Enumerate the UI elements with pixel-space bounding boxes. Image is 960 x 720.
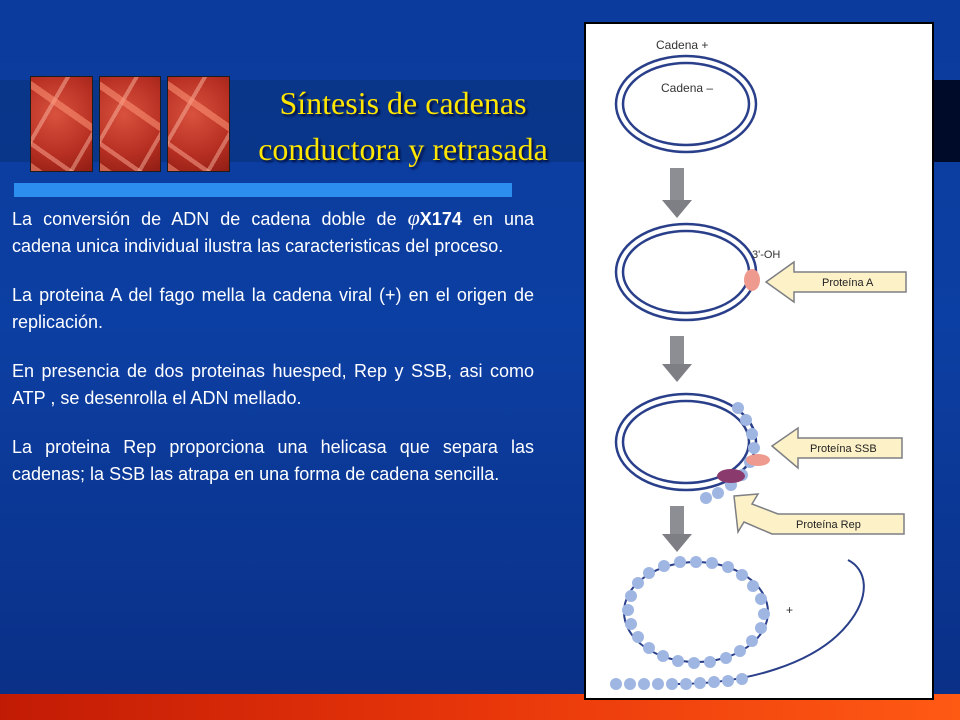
microscopy-thumbnail-1 — [30, 76, 93, 172]
protein-a-blob — [744, 269, 760, 291]
flow-arrow-1 — [662, 168, 692, 218]
replication-diagram-panel: Cadena + Cadena – 3'-OH Proteína A — [584, 22, 934, 700]
paragraph-3: En presencia de dos proteinas huesped, R… — [12, 361, 534, 408]
protein-a-blob-stage-3 — [746, 454, 770, 466]
plus-strand-circle — [614, 54, 758, 154]
protein-rep-callout-arrow — [733, 493, 905, 535]
flow-arrow-1-head — [662, 200, 692, 218]
slide-title: Síntesis de cadenas conductora y retrasa… — [222, 80, 584, 172]
phi-symbol: φ — [407, 205, 420, 230]
label-minus-strand: Cadena – — [661, 81, 713, 95]
label-protein-ssb: Proteína SSB — [810, 443, 877, 455]
stage-1-circular-dna: Cadena + Cadena – — [614, 38, 758, 154]
title-underline-bar — [14, 183, 512, 197]
protein-a-callout-arrow — [764, 260, 907, 304]
flow-arrow-2-head — [662, 364, 692, 382]
flow-arrow-3 — [662, 506, 692, 552]
flow-arrow-2-shaft — [670, 336, 684, 364]
protein-rep-blob — [717, 469, 745, 483]
slide-body-text: La conversión de ADN de cadena doble de … — [12, 204, 534, 510]
replication-diagram: Cadena + Cadena – 3'-OH Proteína A — [610, 38, 907, 690]
microscopy-thumbnail-2 — [98, 76, 162, 172]
stage-3-outer-strand — [614, 392, 758, 492]
stage-3-unwinding: Proteína SSB Proteína Rep — [614, 392, 905, 535]
paragraph-1-text-a: La conversión de ADN de cadena doble de — [12, 209, 408, 229]
paragraph-1-text-b: en una cadena unica individual ilustra l… — [12, 209, 534, 256]
title-line-1: Síntesis de cadenas — [279, 85, 527, 121]
flow-arrow-1-shaft — [670, 168, 684, 200]
flow-arrow-2 — [662, 336, 692, 382]
flow-arrow-3-shaft — [670, 506, 684, 534]
paragraph-4: La proteina Rep proporciona una helicasa… — [12, 437, 534, 484]
minus-strand-circle — [621, 61, 751, 147]
protein-ssb-callout-arrow — [770, 426, 903, 470]
label-plus-strand: Cadena + — [656, 38, 708, 52]
flow-arrow-3-head — [662, 534, 692, 552]
ssb-beads-tail — [610, 673, 748, 690]
stage-2-nicked-dna: 3'-OH Proteína A — [614, 222, 907, 322]
stage-2-outer-strand — [614, 222, 758, 322]
microscopy-thumbnail-3 — [167, 76, 231, 172]
stage-2-inner-strand — [621, 229, 751, 315]
phage-code: X174 — [419, 209, 462, 229]
label-protein-rep: Proteína Rep — [796, 519, 861, 531]
label-plus-sign: + — [786, 603, 793, 617]
stage-3-inner-strand — [621, 399, 751, 485]
side-band — [930, 80, 960, 162]
paragraph-1: La conversión de ADN de cadena doble de … — [12, 204, 534, 260]
label-protein-a: Proteína A — [822, 277, 874, 289]
displaced-strand — [675, 559, 865, 685]
microscopy-thumbnails — [30, 76, 231, 172]
paragraph-2: La proteina A del fago mella la cadena v… — [12, 285, 534, 332]
title-line-2: conductora y retrasada — [258, 131, 548, 167]
stage-4-single-strand: + — [610, 556, 865, 690]
label-3-oh: 3'-OH — [752, 249, 780, 261]
ssb-beads-circle — [622, 556, 770, 669]
